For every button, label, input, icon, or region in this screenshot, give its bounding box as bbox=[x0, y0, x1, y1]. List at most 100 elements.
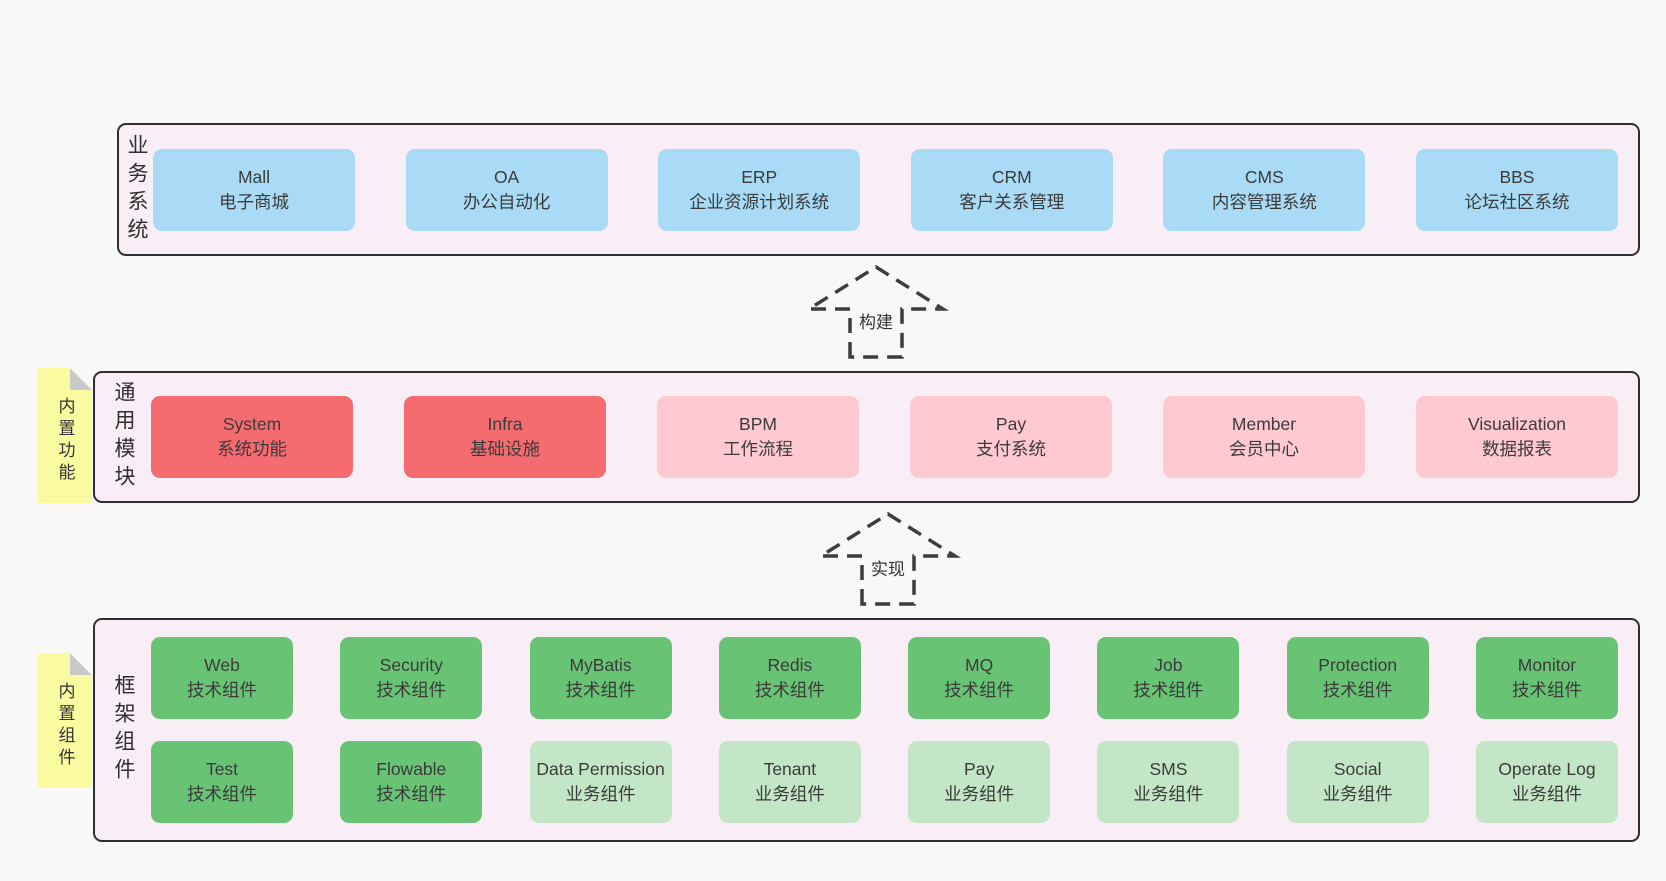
box-pay-system: Pay 支付系统 bbox=[910, 396, 1112, 478]
band-label-column: 框架组件 bbox=[95, 620, 151, 840]
box-cms: CMS 内容管理系统 bbox=[1163, 148, 1366, 231]
box-visualization: Visualization 数据报表 bbox=[1416, 396, 1618, 478]
box-title: CMS bbox=[1244, 166, 1284, 187]
box-subtitle: 业务组件 bbox=[565, 784, 636, 804]
box-title: BPM bbox=[739, 414, 777, 435]
box-title: CRM bbox=[991, 166, 1032, 187]
arrow-implement-label: 实现 bbox=[868, 555, 908, 580]
module-boxes-row: System 系统功能 Infra 基础设施 BPM 工作流程 Pay 支付系统… bbox=[151, 373, 1638, 501]
box-subtitle: 技术组件 bbox=[565, 680, 636, 700]
band-common-modules: 通用模块 System 系统功能 Infra 基础设施 BPM 工作流程 Pay… bbox=[93, 371, 1640, 503]
box-subtitle: 支付系统 bbox=[976, 439, 1046, 459]
box-data-permission: Data Permission 业务组件 bbox=[529, 741, 672, 823]
box-subtitle: 业务组件 bbox=[1511, 784, 1582, 804]
box-operate-log: Operate Log 业务组件 bbox=[1475, 741, 1618, 823]
box-job: Job 技术组件 bbox=[1097, 637, 1240, 719]
box-redis: Redis 技术组件 bbox=[718, 637, 861, 719]
box-title: Protection bbox=[1318, 655, 1398, 676]
box-title: ERP bbox=[741, 166, 778, 187]
framework-rows: Web 技术组件 Security 技术组件 MyBatis 技术组件 Redi… bbox=[151, 620, 1638, 840]
box-mq: MQ 技术组件 bbox=[908, 637, 1051, 719]
box-mybatis: MyBatis 技术组件 bbox=[529, 637, 672, 719]
box-subtitle: 系统功能 bbox=[217, 439, 287, 459]
up-arrow-dashed-icon bbox=[802, 264, 950, 359]
box-title: MyBatis bbox=[569, 655, 632, 676]
box-subtitle: 会员中心 bbox=[1229, 439, 1299, 459]
box-title: Security bbox=[379, 655, 443, 676]
framework-row-2: Test 技术组件 Flowable 技术组件 Data Permission … bbox=[151, 741, 1618, 823]
framework-row-1: Web 技术组件 Security 技术组件 MyBatis 技术组件 Redi… bbox=[151, 637, 1618, 719]
box-title: Member bbox=[1231, 414, 1297, 435]
box-subtitle: 业务组件 bbox=[1322, 784, 1393, 804]
box-title: System bbox=[222, 414, 282, 435]
box-subtitle: 工作流程 bbox=[723, 439, 793, 459]
band-label-column: 业务系统 bbox=[119, 125, 153, 254]
box-test: Test 技术组件 bbox=[151, 741, 293, 823]
box-title: Test bbox=[205, 759, 239, 780]
box-subtitle: 企业资源计划系统 bbox=[689, 191, 830, 212]
arrow-build-label: 构建 bbox=[856, 308, 896, 333]
box-subtitle: 业务组件 bbox=[754, 784, 825, 804]
band-label-column: 通用模块 bbox=[95, 373, 151, 501]
band-label-framework: 框架组件 bbox=[112, 674, 135, 786]
band-label-business: 业务系统 bbox=[125, 133, 148, 246]
box-title: SMS bbox=[1149, 759, 1188, 780]
box-security: Security 技术组件 bbox=[340, 637, 483, 719]
box-title: Pay bbox=[995, 414, 1027, 435]
box-mall: Mall 电子商城 bbox=[153, 148, 355, 231]
box-subtitle: 业务组件 bbox=[1133, 784, 1204, 804]
box-title: BBS bbox=[1499, 166, 1535, 187]
box-subtitle: 技术组件 bbox=[376, 784, 447, 804]
box-member: Member 会员中心 bbox=[1163, 396, 1365, 478]
box-title: Operate Log bbox=[1498, 759, 1596, 780]
box-flowable: Flowable 技术组件 bbox=[340, 741, 483, 823]
box-web: Web 技术组件 bbox=[151, 637, 293, 719]
sticky-note-builtin-components: 内置组件 bbox=[38, 653, 92, 788]
box-title: Monitor bbox=[1517, 655, 1577, 676]
box-monitor: Monitor 技术组件 bbox=[1475, 637, 1618, 719]
box-subtitle: 业务组件 bbox=[944, 784, 1015, 804]
sticky-note-builtin-features: 内置功能 bbox=[38, 368, 92, 503]
box-title: Tenant bbox=[763, 759, 817, 780]
box-sms: SMS 业务组件 bbox=[1097, 741, 1240, 823]
box-subtitle: 办公自动化 bbox=[462, 191, 551, 212]
box-title: Redis bbox=[767, 655, 813, 676]
box-title: Pay bbox=[964, 759, 995, 780]
box-subtitle: 论坛社区系统 bbox=[1464, 191, 1570, 212]
box-oa: OA 办公自动化 bbox=[405, 148, 608, 231]
business-boxes-row: Mall 电子商城 OA 办公自动化 ERP 企业资源计划系统 CRM 客户关系… bbox=[153, 125, 1638, 254]
box-subtitle: 技术组件 bbox=[1133, 680, 1204, 700]
box-subtitle: 客户关系管理 bbox=[959, 191, 1065, 212]
box-bpm: BPM 工作流程 bbox=[657, 396, 859, 478]
box-subtitle: 数据报表 bbox=[1482, 439, 1552, 459]
box-title: Job bbox=[1154, 655, 1183, 676]
box-subtitle: 技术组件 bbox=[1511, 680, 1582, 700]
box-subtitle: 技术组件 bbox=[1322, 680, 1393, 700]
band-label-modules: 通用模块 bbox=[112, 381, 135, 493]
box-subtitle: 技术组件 bbox=[376, 680, 447, 700]
box-infra: Infra 基础设施 bbox=[404, 396, 606, 478]
arrow-build: 构建 bbox=[801, 264, 951, 360]
box-subtitle: 基础设施 bbox=[470, 439, 540, 459]
box-subtitle: 技术组件 bbox=[754, 680, 825, 700]
box-subtitle: 技术组件 bbox=[944, 680, 1015, 700]
box-title: Social bbox=[1333, 759, 1382, 780]
box-protection: Protection 技术组件 bbox=[1286, 637, 1429, 719]
band-business-systems: 业务系统 Mall 电子商城 OA 办公自动化 ERP 企业资源计划系统 CRM… bbox=[117, 123, 1640, 256]
sticky-note-label: 内置组件 bbox=[55, 681, 75, 770]
sticky-note-label: 内置功能 bbox=[55, 396, 75, 485]
box-title: Infra bbox=[487, 414, 523, 435]
box-tenant: Tenant 业务组件 bbox=[718, 741, 861, 823]
box-subtitle: 电子商城 bbox=[219, 191, 289, 212]
band-framework-components: 框架组件 Web 技术组件 Security 技术组件 MyBatis 技术组件… bbox=[93, 618, 1640, 842]
box-pay-component: Pay 业务组件 bbox=[908, 741, 1051, 823]
box-title: Web bbox=[204, 655, 240, 676]
box-subtitle: 技术组件 bbox=[187, 680, 257, 700]
box-subtitle: 内容管理系统 bbox=[1211, 191, 1317, 212]
box-bbs: BBS 论坛社区系统 bbox=[1415, 148, 1618, 231]
box-title: OA bbox=[493, 166, 520, 187]
box-social: Social 业务组件 bbox=[1286, 741, 1429, 823]
box-title: MQ bbox=[965, 655, 994, 676]
box-title: Flowable bbox=[376, 759, 447, 780]
box-title: Data Permission bbox=[536, 759, 665, 780]
